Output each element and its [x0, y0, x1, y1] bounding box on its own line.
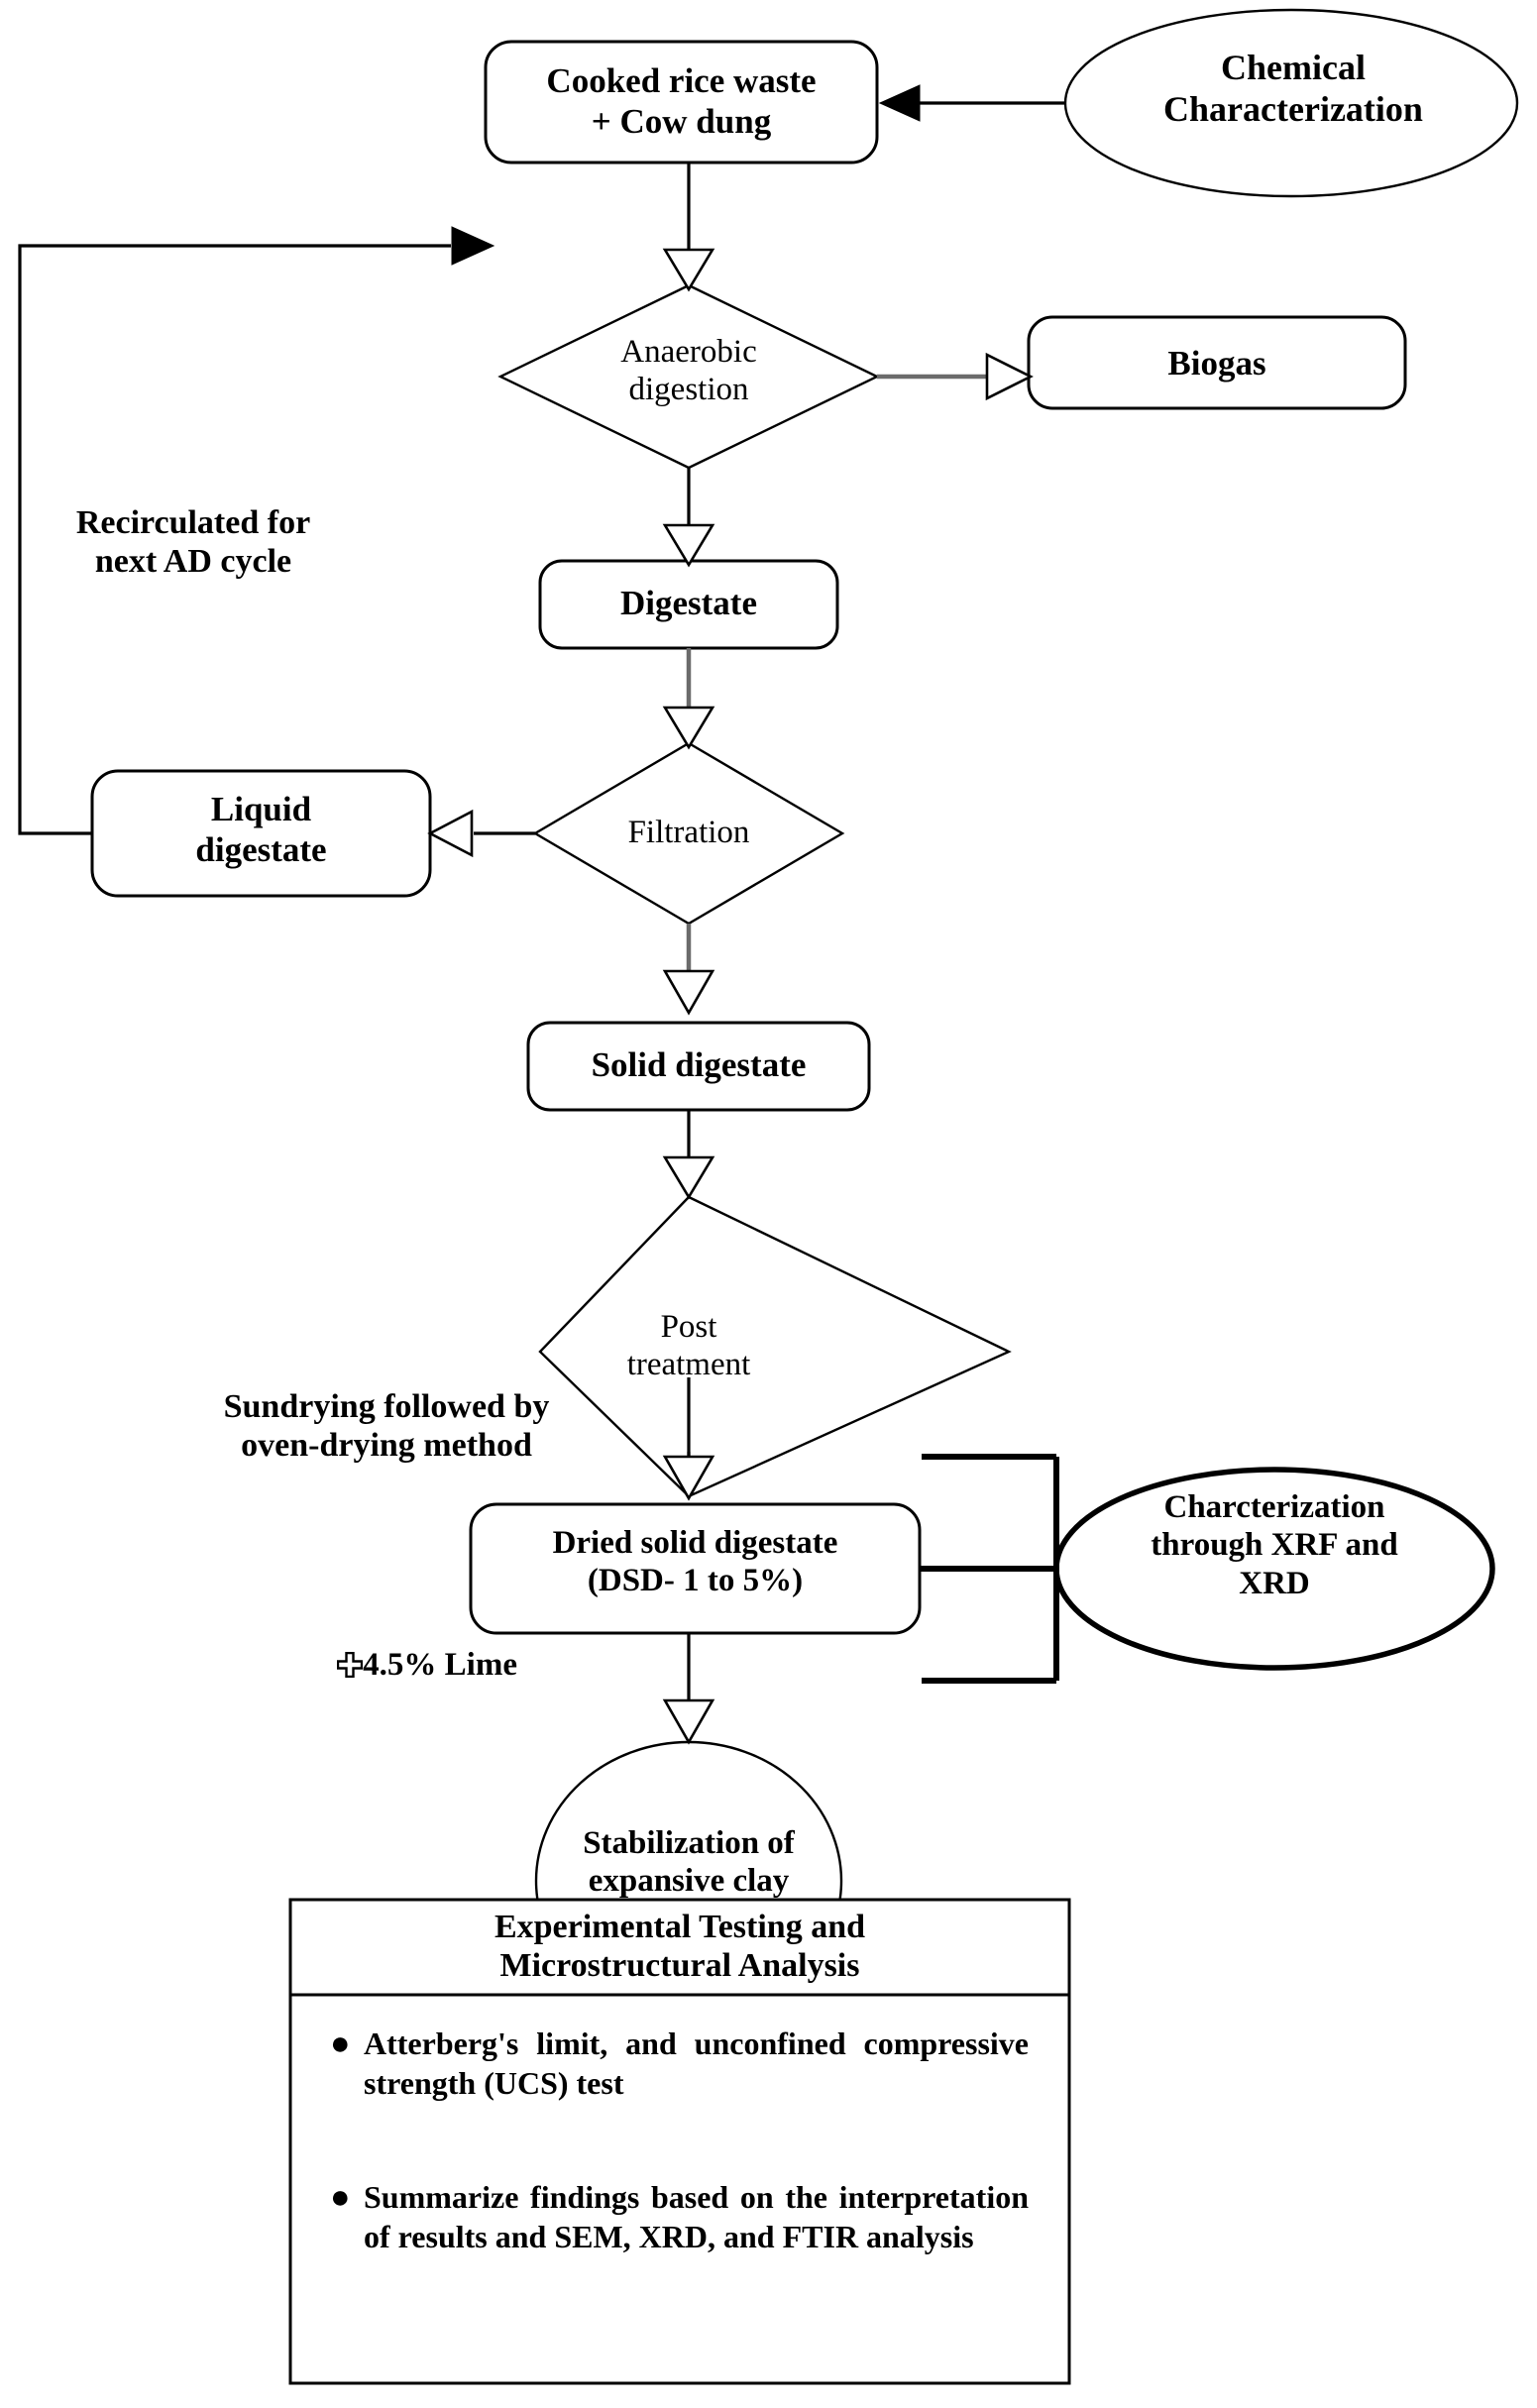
- bullet-text-1: Atterberg's limit, and unconfined compre…: [364, 2025, 1029, 2102]
- arrowhead-ad-to-biogas: [985, 352, 1034, 401]
- shape-biogas[interactable]: [1027, 315, 1407, 410]
- arrowhead-filtration-to-liquid: [427, 809, 474, 858]
- list-item: ● Summarize findings based on the interp…: [330, 2177, 1029, 2257]
- label-lime-group: 4.5% Lime: [220, 1647, 517, 1684]
- label-anaerobic-digestion: Anaerobic digestion: [620, 334, 757, 408]
- shape-experimental-box[interactable]: [288, 1898, 1071, 2385]
- label-feedstock: Cooked rice waste + Cow dung: [546, 61, 817, 141]
- label-recirculation: Recirculated for next AD cycle: [75, 504, 311, 581]
- bullet-text-2: Summarize findings based on the interpre…: [364, 2179, 1029, 2255]
- shape-solid-digestate[interactable]: [526, 1021, 871, 1112]
- bullet-dot-icon: ●: [330, 2179, 351, 2216]
- arrowhead-post-to-dried: [662, 1455, 715, 1501]
- arrowhead-solid-to-post: [662, 1155, 715, 1200]
- label-stabilization: Stabilization of expansive clay: [583, 1825, 795, 1900]
- label-liquid-digestate: Liquid digestate: [195, 790, 327, 869]
- arrowhead-digestate-to-filtration: [662, 706, 715, 750]
- list-item: ● Atterberg's limit, and unconfined comp…: [330, 2024, 1029, 2104]
- label-chemical-characterization: Chemical Characterization: [1163, 48, 1423, 129]
- label-digestate: Digestate: [619, 584, 757, 622]
- label-solid-digestate: Solid digestate: [591, 1045, 807, 1084]
- arrowhead-recirculation: [451, 226, 495, 266]
- label-filtration: Filtration: [627, 815, 750, 850]
- arrowhead-feedstock-to-ad: [662, 248, 715, 292]
- label-post-treatment: Post treatment: [626, 1309, 751, 1383]
- label-dried-solid-digestate: Dried solid digestate (DSD- 1 to 5%): [552, 1525, 838, 1599]
- bullet-dot-icon: ●: [330, 2025, 351, 2062]
- arrowhead-chemchar-to-feedstock: [878, 84, 921, 122]
- arrowhead-dried-to-stabilization: [662, 1698, 715, 1745]
- arrowhead-filtration-to-solid: [662, 969, 715, 1016]
- plus-outline-icon: [337, 1652, 364, 1678]
- arrowhead-ad-to-digestate: [662, 523, 715, 568]
- shape-feedstock[interactable]: [484, 40, 879, 164]
- bracket-dried-to-xrfxrd: [920, 1454, 1059, 1684]
- label-lime-text: 4.5% Lime: [363, 1647, 517, 1683]
- edge-recirculation: [18, 244, 451, 835]
- label-experimental-box-header: Experimental Testing and Microstructural…: [494, 1909, 866, 1985]
- label-biogas: Biogas: [1167, 344, 1266, 383]
- label-xrf-xrd-characterization: Charcterization through XRF and XRD: [1151, 1489, 1398, 1601]
- label-drying: Sundrying followed by oven-drying method: [223, 1388, 550, 1465]
